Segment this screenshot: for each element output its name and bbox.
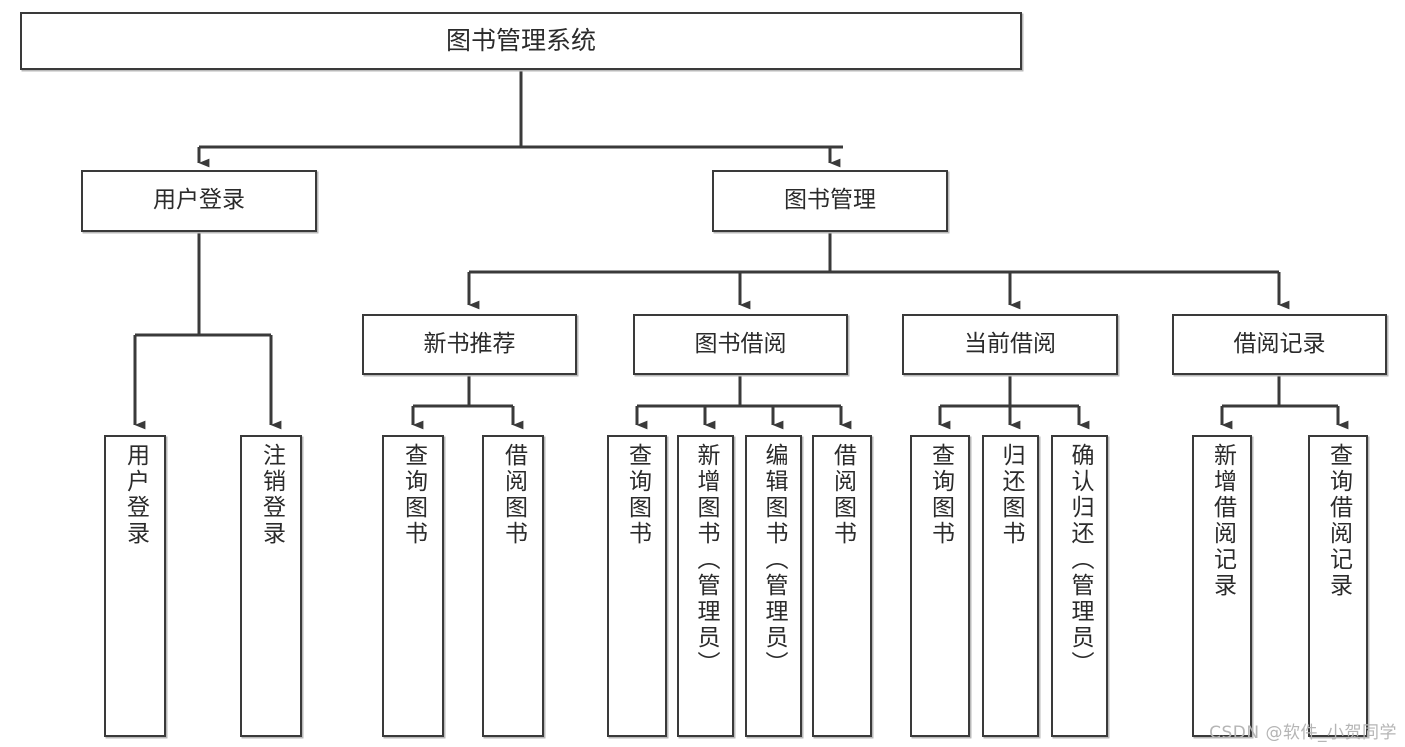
node-label: 查询图书 [927,443,954,547]
leaf-recommend-borrow-book[interactable]: 借阅图书 [482,435,544,737]
leaf-current-confirm-return-admin[interactable]: 确认归还（管理员） [1051,435,1108,737]
node-label: 用户登录 [153,187,245,214]
node-book-management[interactable]: 图书管理 [712,170,948,232]
node-label: 借阅图书 [829,443,856,547]
node-label: 图书管理 [784,187,876,214]
node-borrow-record[interactable]: 借阅记录 [1172,314,1387,375]
watermark-text: CSDN @软件_小贺同学 [1209,723,1397,743]
node-root-system[interactable]: 图书管理系统 [20,12,1022,70]
node-label: 确认归还（管理员） [1067,443,1093,677]
leaf-borrow-add-book-admin[interactable]: 新增图书（管理员） [677,435,734,737]
node-label: 新书推荐 [423,330,516,357]
node-label: 注销登录 [258,443,285,547]
node-label: 用户登录 [122,443,149,547]
leaf-record-query-record[interactable]: 查询借阅记录 [1308,435,1368,737]
node-label: 新增图书（管理员） [693,443,719,677]
node-book-borrow[interactable]: 图书借阅 [633,314,848,375]
leaf-borrow-query-book[interactable]: 查询图书 [607,435,667,737]
node-label: 查询借阅记录 [1325,443,1352,599]
node-label: 图书借阅 [694,330,787,357]
node-user-login[interactable]: 用户登录 [81,170,317,232]
node-label: 查询图书 [624,443,651,547]
leaf-record-add-record[interactable]: 新增借阅记录 [1192,435,1252,737]
node-current-borrow[interactable]: 当前借阅 [902,314,1118,375]
leaf-recommend-query-book[interactable]: 查询图书 [382,435,444,737]
leaf-user-login-logout[interactable]: 注销登录 [240,435,302,737]
node-label: 借阅记录 [1233,330,1326,357]
leaf-current-return-book[interactable]: 归还图书 [982,435,1039,737]
leaf-borrow-edit-book-admin[interactable]: 编辑图书（管理员） [745,435,802,737]
node-label: 图书管理系统 [445,26,596,56]
node-label: 借阅图书 [500,443,527,547]
node-label: 编辑图书（管理员） [761,443,787,677]
leaf-current-query-book[interactable]: 查询图书 [910,435,970,737]
node-label: 新增借阅记录 [1209,443,1236,599]
node-new-book-recommend[interactable]: 新书推荐 [362,314,577,375]
node-label: 归还图书 [998,443,1024,547]
node-label: 查询图书 [400,443,427,547]
leaf-borrow-borrow-book[interactable]: 借阅图书 [812,435,872,737]
node-label: 当前借阅 [964,330,1056,357]
leaf-user-login-login[interactable]: 用户登录 [104,435,166,737]
